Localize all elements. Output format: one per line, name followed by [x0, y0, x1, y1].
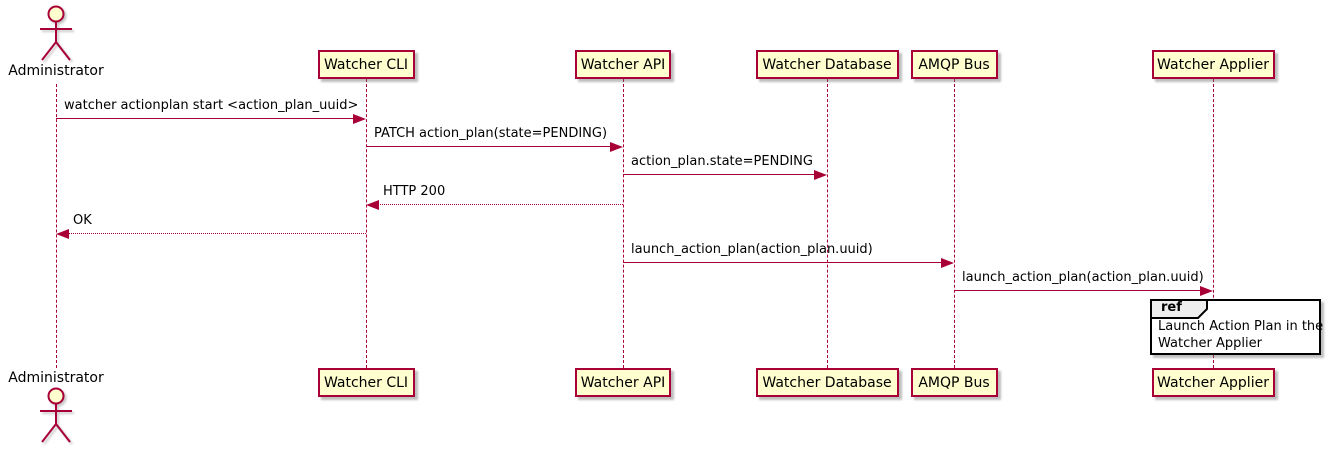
message-arrowhead [1200, 286, 1213, 296]
lifeline-watcher-cli [366, 79, 367, 368]
message-arrowhead [366, 200, 379, 210]
message-line [366, 146, 611, 147]
participant-label: Watcher CLI [323, 374, 409, 391]
participant-box-top-watcher-api: Watcher API [575, 50, 671, 79]
message-line [954, 290, 1201, 291]
lifeline-watcher-database [827, 79, 828, 368]
ref-text-line: Launch Action Plan in the [1158, 319, 1324, 334]
message-arrowhead [353, 114, 366, 124]
participant-box-top-watcher-database: Watcher Database [755, 50, 899, 79]
message-arrowhead [56, 229, 69, 239]
participant-box-top-watcher-applier: Watcher Applier [1151, 50, 1275, 79]
message-line [68, 233, 366, 234]
participant-box-top-watcher-cli: Watcher CLI [317, 50, 415, 79]
lifeline-watcher-api [623, 79, 624, 368]
participant-label: Watcher Database [762, 56, 892, 73]
message-label: launch_action_plan(action_plan.uuid) [962, 270, 1204, 285]
participant-label: Watcher Applier [1157, 56, 1269, 73]
participant-box-top-amqp-bus: AMQP Bus [910, 50, 998, 79]
message-arrowhead [610, 142, 623, 152]
participant-box-bottom-watcher-cli: Watcher CLI [317, 368, 415, 397]
participant-label: Watcher Applier [1157, 374, 1269, 391]
message-line [56, 118, 354, 119]
actor-label-bottom: Administrator [8, 370, 104, 386]
participant-label: Watcher API [580, 374, 666, 391]
participant-box-bottom-amqp-bus: AMQP Bus [910, 368, 998, 397]
message-label: launch_action_plan(action_plan.uuid) [631, 242, 873, 257]
message-line [378, 204, 623, 205]
lifeline-watcher-applier [1213, 79, 1214, 368]
message-label: HTTP 200 [383, 184, 446, 199]
lifeline-administrator [56, 84, 57, 368]
participant-label: Watcher Database [762, 374, 892, 391]
message-line [623, 262, 942, 263]
participant-label: Watcher CLI [323, 56, 409, 73]
lifeline-amqp-bus [954, 79, 955, 368]
ref-fragment-header: ref [1150, 299, 1210, 319]
ref-text-line: Watcher Applier [1158, 336, 1262, 351]
message-label: watcher actionplan start <action_plan_uu… [64, 98, 359, 113]
message-arrowhead [814, 170, 827, 180]
message-arrowhead [941, 258, 954, 268]
participant-label: AMQP Bus [918, 56, 990, 73]
participant-box-bottom-watcher-database: Watcher Database [755, 368, 899, 397]
message-label: OK [73, 213, 92, 228]
participant-box-bottom-watcher-applier: Watcher Applier [1151, 368, 1275, 397]
participant-box-bottom-watcher-api: Watcher API [575, 368, 671, 397]
message-line [623, 174, 815, 175]
actor-label-top: Administrator [8, 63, 104, 79]
message-label: PATCH action_plan(state=PENDING) [374, 126, 608, 141]
ref-keyword: ref [1161, 300, 1182, 315]
actor-icon [35, 4, 77, 68]
participant-label: Watcher API [580, 56, 666, 73]
actor-icon [35, 386, 77, 450]
participant-label: AMQP Bus [918, 374, 990, 391]
message-label: action_plan.state=PENDING [631, 154, 813, 169]
